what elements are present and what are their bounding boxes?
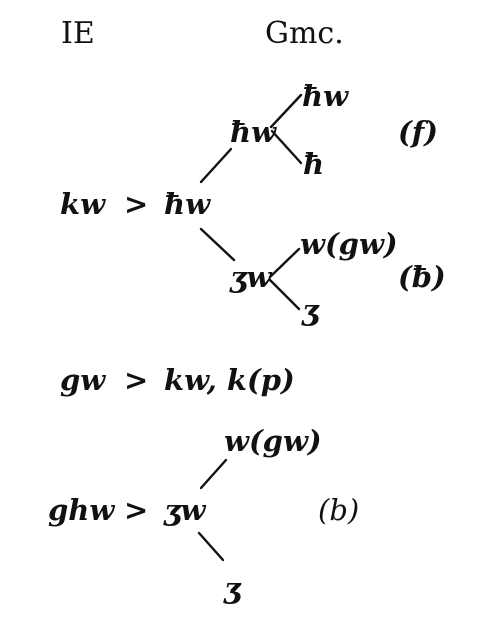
tree1-lower-node: ʒw [230, 260, 272, 294]
line2-result: kw, k(p) [164, 363, 295, 397]
branch-line-lower-to-3 [268, 278, 301, 311]
tree1-lower-branch-wgw: w(gw) [300, 227, 398, 261]
branch-line-tree2-up [199, 458, 228, 490]
tree1-arrow: > [124, 187, 149, 221]
tree1-lower-tag: (ƀ) [398, 260, 446, 294]
header-ie: IE [61, 16, 95, 51]
tree1-source: kw [60, 187, 106, 221]
branch-line-upper-to-h [270, 129, 303, 165]
line2-source: gw [60, 363, 106, 397]
tree2-branch-3: ʒ [224, 571, 241, 605]
line2-arrow: > [124, 363, 149, 397]
tree1-upper-tag: (f) [398, 115, 438, 149]
tree1-upper-branch-hw: ħw [302, 79, 349, 113]
branch-line-upper-to-hw [269, 93, 303, 129]
tree2-node: ʒw [164, 493, 206, 527]
tree2-source: ghw [48, 493, 115, 527]
tree1-root: ħw [164, 187, 211, 221]
tree2-tag: (b) [318, 493, 360, 527]
branch-line-lower-to-wgw [268, 247, 301, 279]
branch-line-root-to-upper [199, 147, 233, 184]
tree2-branch-wgw: w(gw) [224, 424, 322, 458]
tree2-arrow: > [124, 493, 149, 527]
branch-line-root-to-lower [199, 227, 236, 262]
tree1-upper-branch-h: ħ [303, 147, 325, 181]
tree1-lower-branch-3: ʒ [302, 293, 319, 327]
tree1-upper-node: ħw [230, 115, 277, 149]
branch-line-tree2-down [197, 531, 225, 562]
header-gmc: Gmc. [265, 16, 344, 51]
